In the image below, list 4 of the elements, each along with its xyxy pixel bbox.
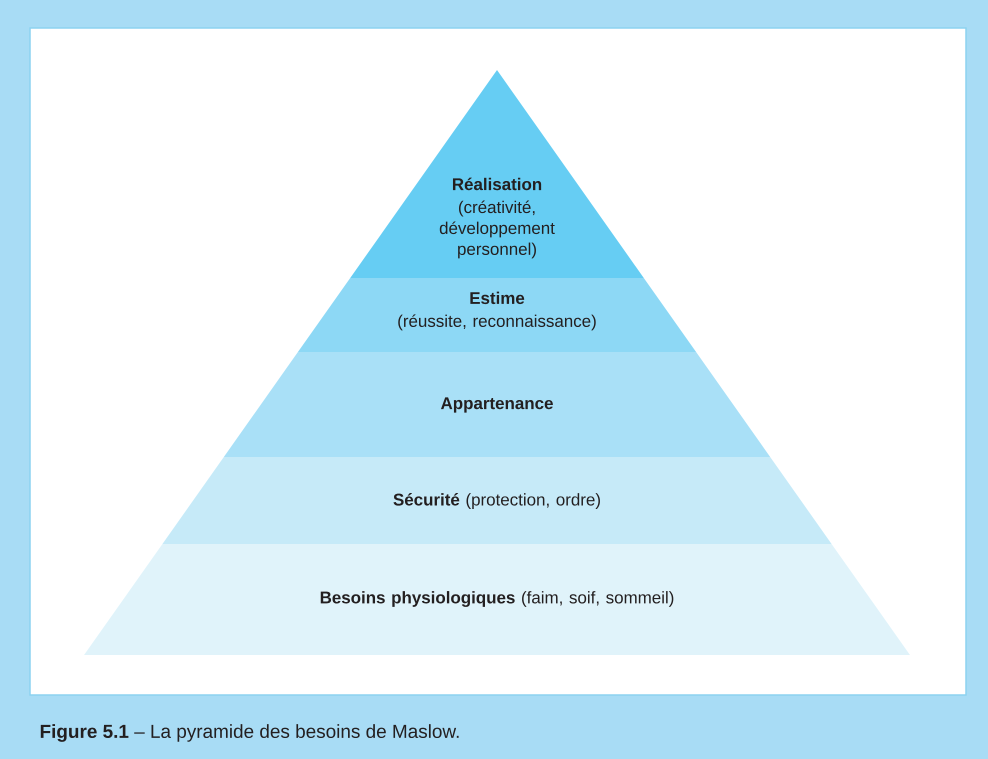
pyramid-level: Appartenance — [224, 352, 770, 457]
caption: Figure 5.1 – La pyramide des besoins de Maslow. — [40, 724, 459, 742]
pyramid-level: Estime (réussite, reconnaissance) — [298, 278, 696, 352]
pyramid-level: Réalisation (créativité, développement personnel) — [350, 70, 644, 278]
